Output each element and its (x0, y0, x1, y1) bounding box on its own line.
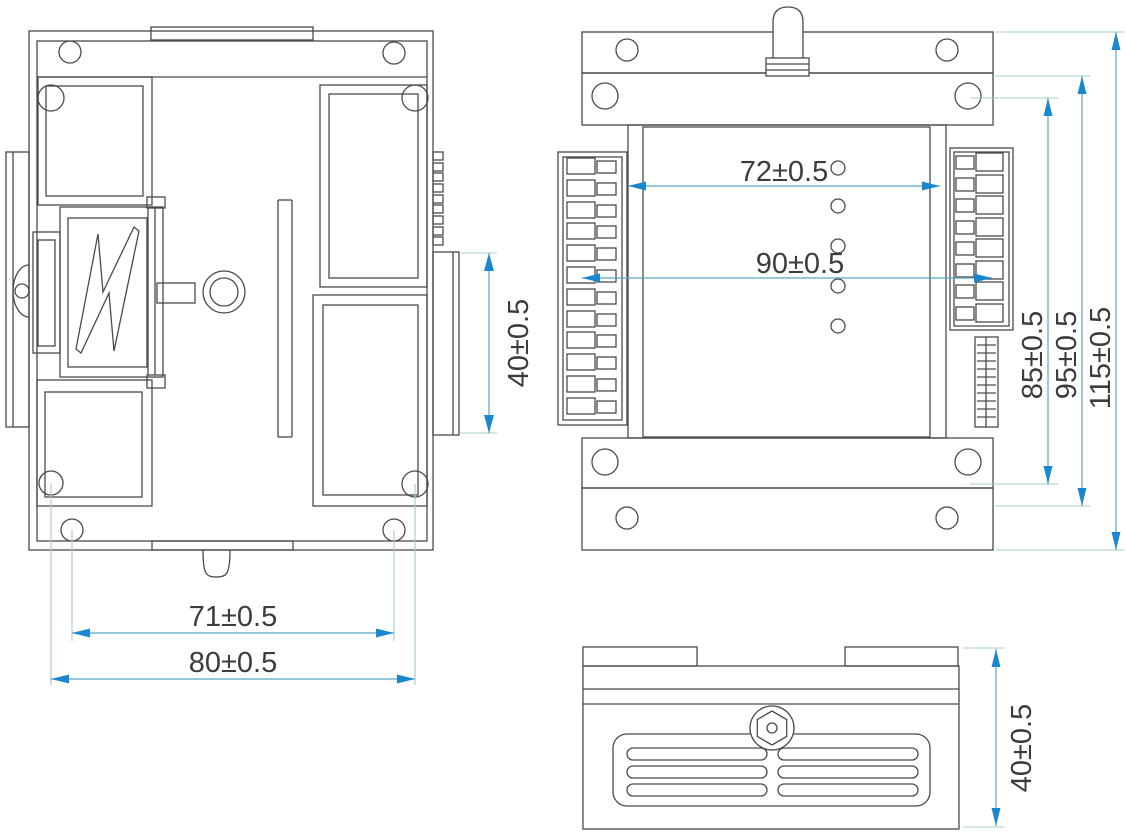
dim-side-connector-depth: 40±0.5 (461, 252, 535, 434)
top-view (557, 6, 1014, 551)
rear-view (582, 646, 960, 830)
dim-label-top-inner-width: 72±0.5 (740, 156, 829, 188)
bottom-flange (581, 487, 994, 551)
cover-panel (642, 126, 931, 438)
dim-top-outer-width: 90±0.5 (582, 248, 992, 283)
terminal-block-left (557, 151, 628, 426)
dim-rear-height: 40±0.5 (963, 647, 1038, 828)
surge-module (59, 196, 166, 389)
dim-side-widths: 71±0.5 80±0.5 (50, 483, 416, 685)
vent-panel (612, 733, 931, 807)
dim-label-side-depth: 40±0.5 (503, 299, 535, 388)
dim-label-top-outer-width: 90±0.5 (756, 248, 845, 280)
dip-comb-connector (974, 336, 999, 428)
side-connector (432, 251, 460, 436)
dim-label-rear-height: 40±0.5 (1006, 704, 1038, 793)
dimension-annotations: 40±0.5 71±0.5 80±0.5 72±0.5 (50, 31, 1124, 828)
screw-holes-top-view (591, 38, 982, 530)
dim-label-overall-height: 115±0.5 (1085, 307, 1117, 409)
terminal-block-right (949, 147, 1014, 331)
dim-label-overall-width: 80±0.5 (189, 647, 278, 679)
dim-top-hole-pitch-height: 85±0.5 (970, 97, 1058, 485)
dim-top-inner-width: 72±0.5 (628, 156, 940, 191)
screw-holes (58, 40, 406, 542)
corner-blocks (36, 76, 429, 507)
din-release-bump (202, 549, 231, 578)
pull-ring (202, 270, 246, 314)
side-view (5, 26, 460, 578)
top-mount-tab (150, 26, 314, 41)
rail-foot-left (582, 646, 698, 667)
dim-top-overall-height: 115±0.5 (996, 31, 1124, 551)
rear-body (582, 665, 960, 830)
bottom-mount-tab (151, 540, 294, 551)
rail-foot-right (844, 646, 959, 667)
latch-handle (156, 270, 246, 314)
center-rail (277, 199, 293, 438)
lightning-symbol (75, 225, 140, 355)
dim-label-hole-pitch-height: 85±0.5 (1017, 311, 1049, 400)
led-indicator-holes (830, 160, 846, 334)
dim-label-hole-pitch-width: 71±0.5 (189, 601, 278, 633)
antenna-connector (765, 6, 810, 77)
antenna-nut (749, 705, 795, 751)
side-outer-case (28, 30, 434, 551)
din-rail-clip (5, 151, 30, 428)
clip-ear (12, 264, 30, 318)
pin-comb (432, 151, 444, 246)
dim-top-body-height: 95±0.5 (995, 75, 1090, 507)
dim-label-body-height: 95±0.5 (1051, 311, 1083, 400)
